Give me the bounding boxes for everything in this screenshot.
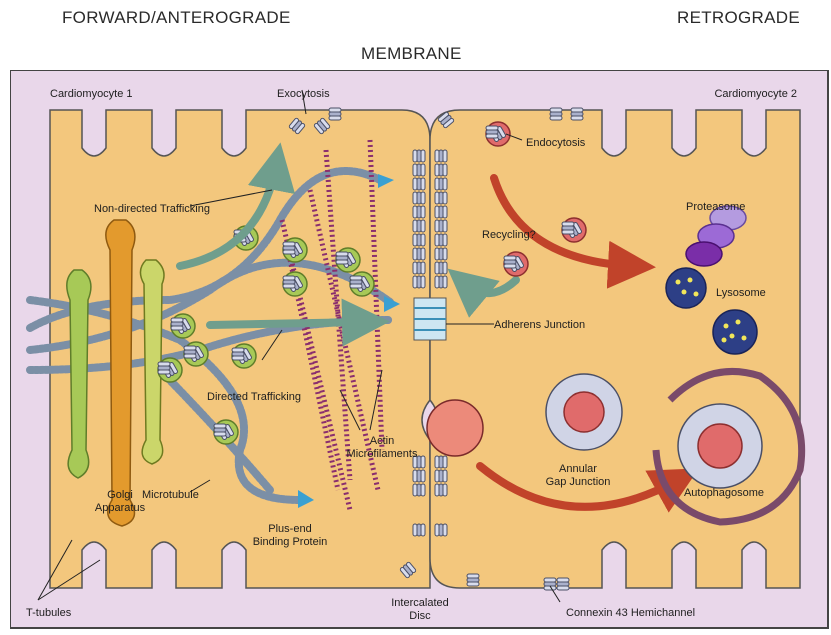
label-actin: Actin (370, 435, 394, 447)
cardiomyocyte-diagram: Cardiomyocyte 1 Cardiomyocyte 2 Exocytos… (10, 70, 830, 630)
label-cardiomyocyte-2: Cardiomyocyte 2 (714, 88, 797, 100)
budding-annular-junction (427, 400, 483, 456)
label-directed-trafficking: Directed Trafficking (207, 391, 301, 403)
adherens-junction (414, 298, 446, 340)
label-connexin-hemichannel: Connexin 43 Hemichannel (566, 607, 695, 619)
label-exocytosis: Exocytosis (277, 88, 330, 100)
label-proteasome: Proteasome (686, 201, 745, 213)
label-adherens-junction: Adherens Junction (494, 319, 585, 331)
label-endocytosis: Endocytosis (526, 137, 586, 149)
label-golgi: Golgi (107, 489, 133, 501)
label-plus-end: Plus-end (268, 523, 311, 535)
label-t-tubules: T-tubules (26, 607, 72, 619)
label-cardiomyocyte-1: Cardiomyocyte 1 (50, 88, 133, 100)
label-annular: Annular (559, 463, 597, 475)
retrograde-header: RETROGRADE (677, 8, 800, 28)
label-gap-junction: Gap Junction (546, 476, 611, 488)
label-binding-protein: Binding Protein (253, 536, 328, 548)
forward-anterograde-header: FORWARD/ANTEROGRADE (62, 8, 291, 28)
label-disc: Disc (409, 610, 431, 622)
label-microfilaments: Microfilaments (347, 448, 418, 460)
label-autophagosome: Autophagosome (684, 487, 764, 499)
label-lysosome: Lysosome (716, 287, 766, 299)
label-microtubule: Microtubule (142, 489, 199, 501)
label-recycling: Recycling? (482, 229, 536, 241)
label-apparatus: Apparatus (95, 502, 146, 514)
label-intercalated: Intercalated (391, 597, 448, 609)
annular-gap-junction (546, 374, 622, 450)
membrane-header: MEMBRANE (361, 44, 462, 64)
label-non-directed-trafficking: Non-directed Trafficking (94, 203, 210, 215)
